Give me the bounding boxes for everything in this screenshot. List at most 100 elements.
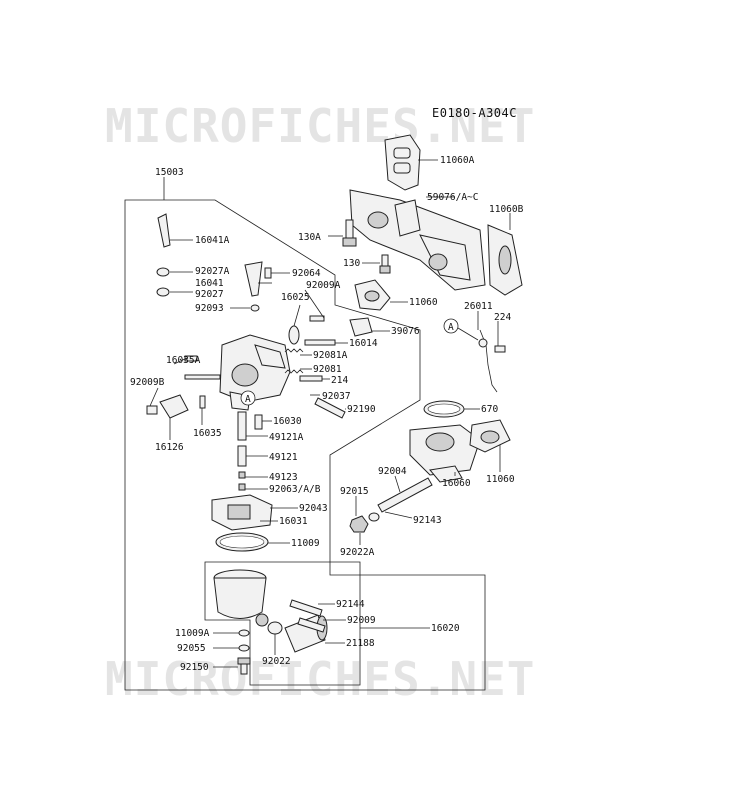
label-49121a: 49121A — [269, 432, 304, 443]
label-92081a: 92081A — [313, 350, 348, 361]
label-92143: 92143 — [413, 515, 442, 526]
label-16060: 16060 — [442, 478, 471, 489]
label-92022: 92022 — [262, 656, 291, 667]
label-11060-right: 11060 — [486, 474, 515, 485]
label-92150: 92150 — [180, 662, 209, 673]
leader-lines — [149, 159, 511, 668]
label-16030: 16030 — [273, 416, 302, 427]
label-16025: 16025 — [281, 292, 310, 303]
label-92022a: 92022A — [340, 547, 375, 558]
label-16014: 16014 — [349, 338, 378, 349]
spring-92081 — [284, 348, 304, 374]
label-49121: 49121 — [269, 452, 298, 463]
label-15003: 15003 — [155, 167, 184, 178]
label-16041a: 16041A — [195, 235, 230, 246]
throttle-plate-16025 — [288, 325, 300, 345]
insulator-16060 — [409, 424, 481, 483]
label-16041: 16041 — [195, 278, 224, 289]
callout-a-right: A — [443, 318, 479, 341]
throttle-lever-16041 — [244, 261, 272, 297]
washer-92143 — [368, 512, 380, 522]
label-92004: 92004 — [378, 466, 407, 477]
nut-92015 — [349, 515, 369, 533]
label-11060a: 11060A — [440, 155, 475, 166]
label-16020: 16020 — [431, 623, 460, 634]
label-92144: 92144 — [336, 599, 365, 610]
needle-jet-assembly — [237, 411, 247, 491]
ground-lead-26011 — [478, 329, 506, 393]
bracket-39076 — [349, 317, 373, 337]
label-130a: 130A — [298, 232, 321, 243]
label-214: 214 — [331, 375, 348, 386]
drain-bolt-92150 — [237, 657, 251, 675]
gasket-11060b — [487, 224, 523, 296]
gasket-11060-upper — [354, 279, 391, 311]
float-16031 — [211, 494, 273, 531]
diagram-code: E0180-A304C — [432, 106, 517, 120]
label-92064: 92064 — [292, 268, 321, 279]
washer-92055 — [238, 644, 250, 652]
label-92081: 92081 — [313, 364, 342, 375]
intake-gasket-top — [384, 134, 421, 191]
carburetor-body — [219, 334, 291, 411]
small-parts-92009a — [309, 315, 325, 322]
watermark-bottom: MICROFICHES.NET — [105, 652, 535, 706]
callout-a-left: A — [240, 390, 256, 406]
label-21188: 21188 — [346, 638, 375, 649]
label-92027: 92027 — [195, 289, 224, 300]
label-16126: 16126 — [155, 442, 184, 453]
screw-214 — [299, 375, 323, 382]
bolt-130 — [379, 254, 391, 274]
label-92055: 92055 — [177, 643, 206, 654]
carburetor-assembly-outline — [124, 199, 486, 691]
intake-manifold — [349, 189, 486, 291]
label-11009a: 11009A — [175, 628, 210, 639]
washer-92022 — [267, 621, 283, 635]
screw-92009b — [146, 405, 158, 415]
label-11060b: 11060B — [489, 204, 524, 215]
svg-text:A: A — [245, 394, 251, 405]
label-670: 670 — [481, 404, 498, 415]
choke-shaft-16126 — [159, 374, 221, 419]
label-92027a: 92027A — [195, 266, 230, 277]
screw-92009-bottom — [297, 617, 326, 633]
label-92037: 92037 — [322, 391, 351, 402]
choke-lever-16041a — [157, 213, 171, 248]
label-92015: 92015 — [340, 486, 369, 497]
label-39076: 39076 — [391, 326, 420, 337]
gasket-11060-right — [469, 419, 511, 453]
label-130: 130 — [343, 258, 360, 269]
label-92043: 92043 — [299, 503, 328, 514]
label-92190: 92190 — [347, 404, 376, 415]
washers-left — [156, 267, 260, 312]
label-11009: 11009 — [291, 538, 320, 549]
label-92009a: 92009A — [306, 280, 341, 291]
bolt-130a — [342, 219, 357, 247]
float-bowl-subassembly-outline — [204, 561, 361, 686]
o-ring-670 — [423, 400, 465, 418]
screw-92144 — [289, 599, 323, 617]
label-59076: 59076/A~C — [427, 192, 478, 203]
label-224: 224 — [494, 312, 511, 323]
nozzle-16030 — [254, 414, 263, 430]
part-labels: 15003 11060A 59076/A~C 11060B 130A 130 1… — [130, 155, 524, 673]
label-92009: 92009 — [347, 615, 376, 626]
float-bowl — [213, 569, 269, 627]
label-16035a: 16035A — [166, 355, 201, 366]
label-16035: 16035 — [193, 428, 222, 439]
label-11060-upper: 11060 — [409, 297, 438, 308]
label-49123: 49123 — [269, 472, 298, 483]
shaft-92004 — [377, 477, 433, 513]
o-ring-11009a — [238, 629, 250, 637]
label-26011: 26011 — [464, 301, 493, 312]
tube-92190 — [314, 397, 346, 419]
gasket-11009 — [215, 532, 269, 552]
label-92063: 92063/A/B — [269, 484, 321, 495]
jet-16014 — [304, 339, 336, 346]
label-16031: 16031 — [279, 516, 308, 527]
label-92009b: 92009B — [130, 377, 165, 388]
pin-16035 — [199, 395, 206, 409]
label-92093: 92093 — [195, 303, 224, 314]
watermark-top: MICROFICHES.NET — [105, 99, 535, 153]
